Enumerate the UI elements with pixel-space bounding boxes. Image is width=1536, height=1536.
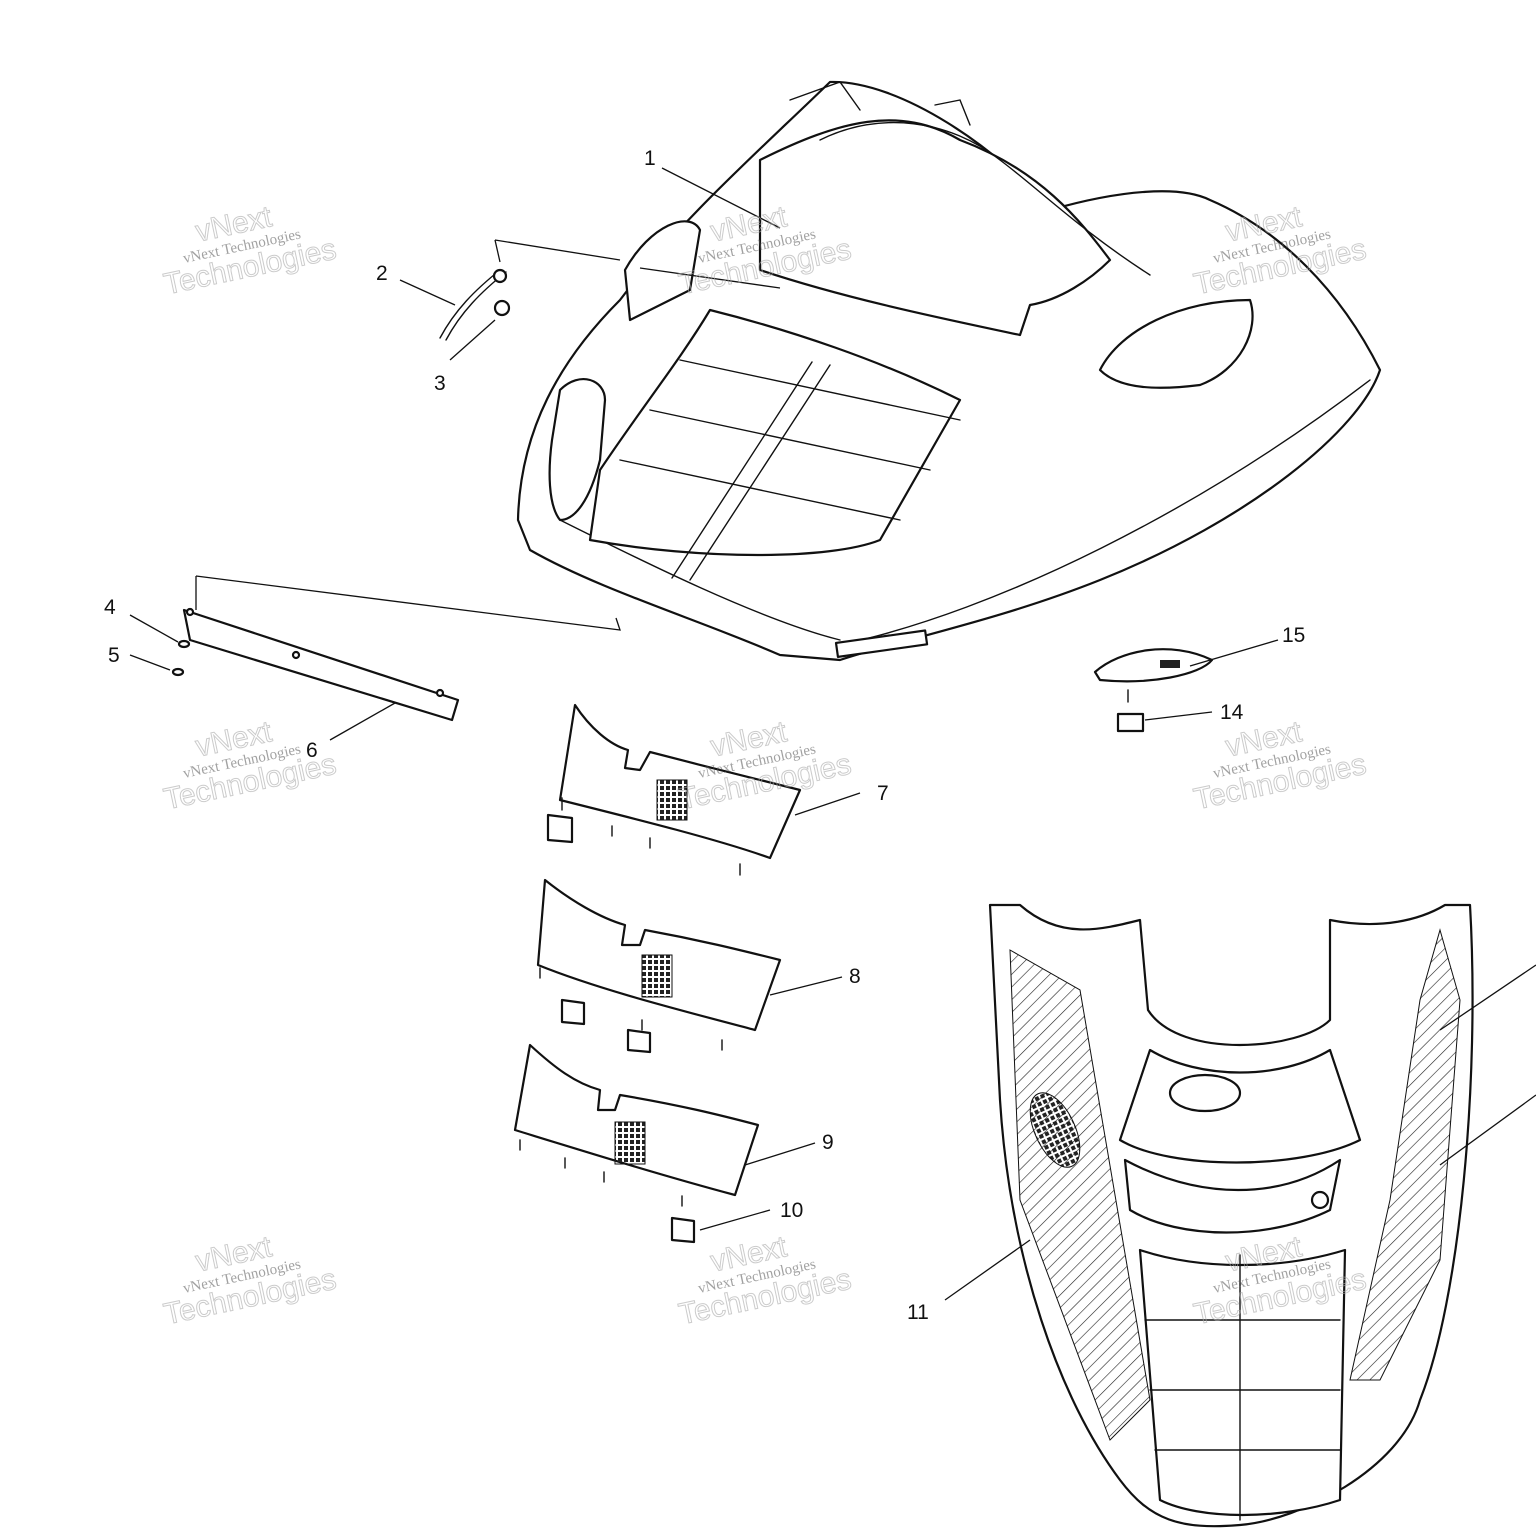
callout-8: 8 xyxy=(849,965,861,988)
vent-panel-8 xyxy=(536,878,782,1054)
watermark-bottom-center: vNext vNext Technologies Technologies xyxy=(675,1230,854,1332)
callout-14: 14 xyxy=(1220,701,1244,724)
callouts: 1 2 3 4 5 6 7 8 9 10 11 14 15 xyxy=(104,147,1305,1324)
callout-11: 11 xyxy=(907,1301,929,1324)
vent-panel-7 xyxy=(546,703,802,876)
leader-lines xyxy=(129,167,1536,1301)
callout-1: 1 xyxy=(644,147,656,170)
callout-3: 3 xyxy=(434,372,446,395)
watermark-bottom-left: vNext vNext Technologies Technologies xyxy=(160,1230,339,1332)
hood-underside xyxy=(988,903,1474,1528)
callout-4: 4 xyxy=(104,596,116,619)
fastener-2-3 xyxy=(439,239,781,341)
callout-10: 10 xyxy=(780,1199,803,1222)
callout-5: 5 xyxy=(108,644,120,667)
callout-6: 6 xyxy=(306,739,318,762)
watermark-top-left: vNext vNext Technologies Technologies xyxy=(160,200,339,302)
front-trim-strip xyxy=(171,575,621,722)
callout-15: 15 xyxy=(1282,624,1305,647)
callout-7: 7 xyxy=(877,782,889,805)
watermark-mid-left: vNext vNext Technologies Technologies xyxy=(160,715,339,817)
watermark-mid-center: vNext vNext Technologies Technologies xyxy=(675,715,854,817)
callout-9: 9 xyxy=(822,1131,834,1154)
hood-assembly xyxy=(516,80,1382,662)
callout-2: 2 xyxy=(376,262,388,285)
watermark-mid-right: vNext vNext Technologies Technologies xyxy=(1190,715,1369,817)
badge-14-15 xyxy=(1093,648,1214,733)
vent-panel-9 xyxy=(513,1043,760,1244)
